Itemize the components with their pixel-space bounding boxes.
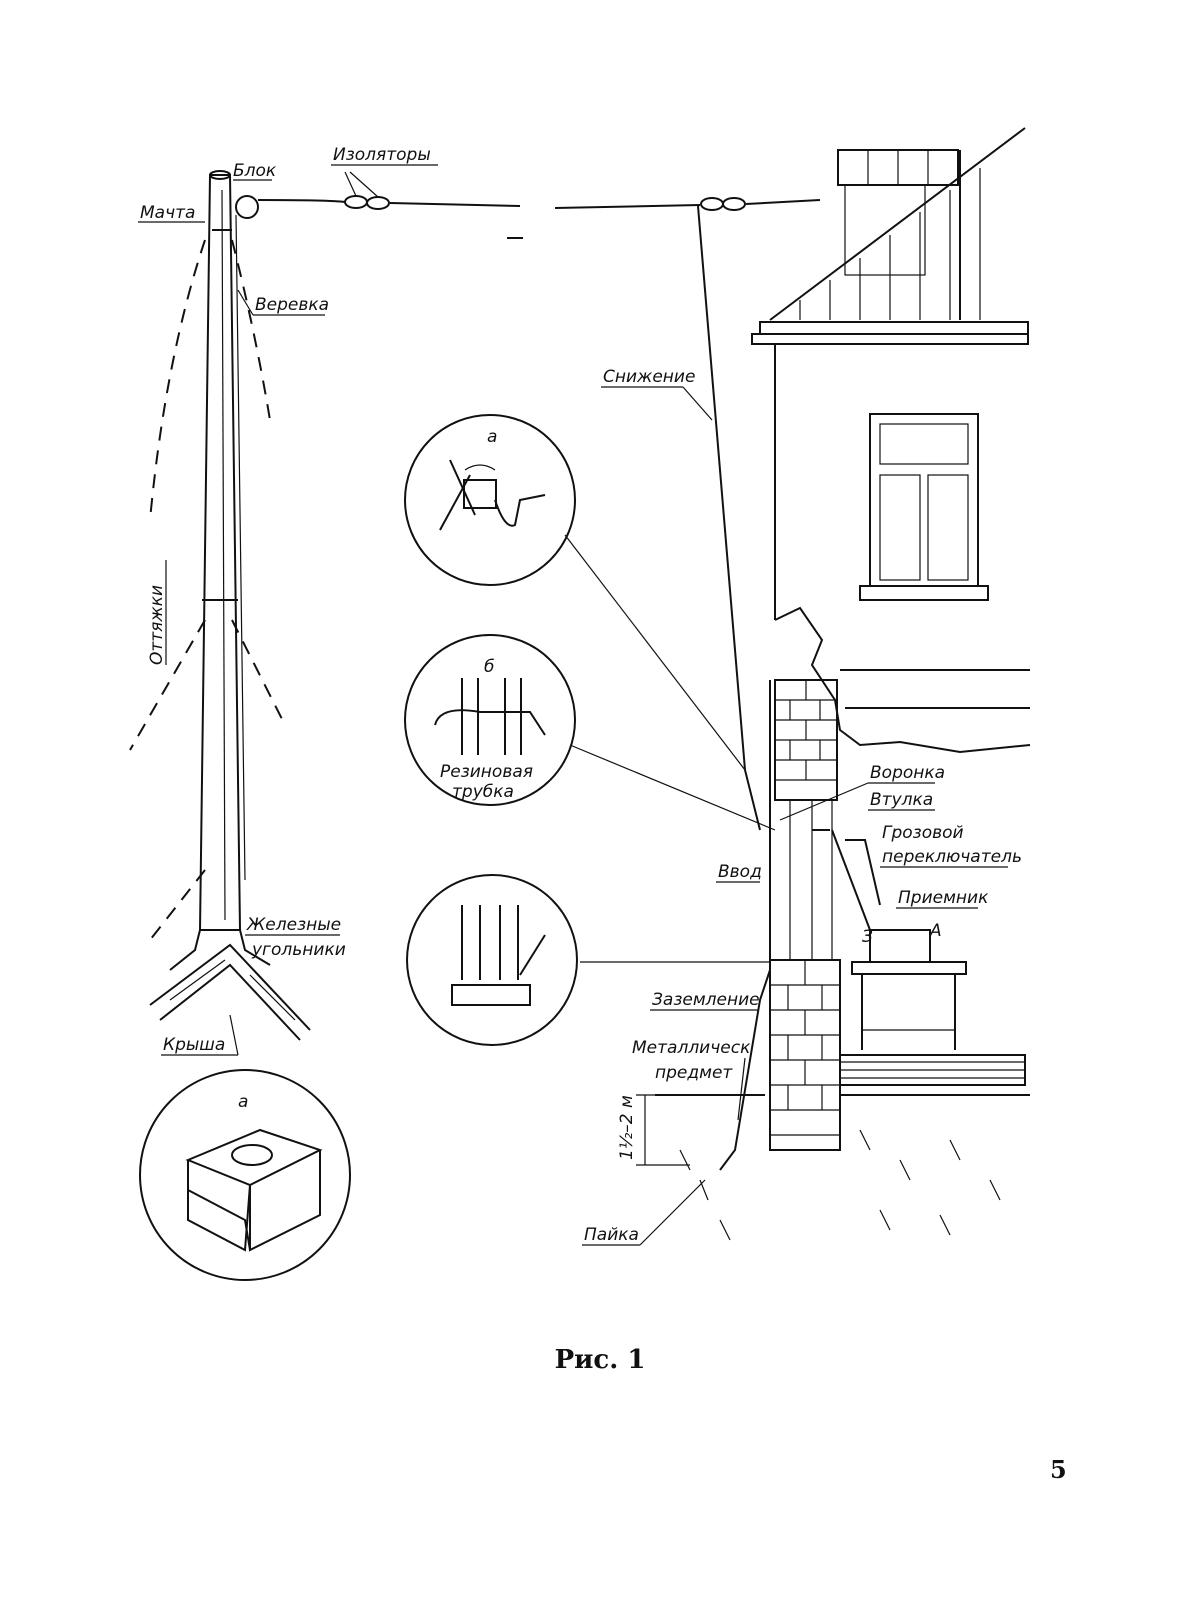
entry-label: Ввод [718,862,762,882]
metal-object-label-1: Металлическ [632,1038,751,1058]
grounding-label: Заземление [652,990,760,1010]
window [870,414,978,586]
lightning-switch-label-2: переключатель [882,847,1022,867]
iron-angles-label-2: угольники [251,940,346,960]
depth-dimension: 1½–2 м [617,1095,690,1165]
rubber-tube-label-1: Резиновая [440,762,533,782]
inset-a-roof-block: а [140,1070,350,1280]
descent-wire [698,206,760,830]
receiver-label: Приемник [898,888,989,908]
funnel-label: Воронка [870,763,945,783]
antenna-wire [258,172,820,238]
inset-a-bottom-letter: а [238,1092,248,1112]
terminal-z-label: З [862,927,873,947]
inset-c-window-frame [407,875,577,1045]
rope-label: Веревка [255,295,329,315]
descent-label: Снижение [603,367,695,387]
inset-a-letter: а [487,427,497,447]
pulley-block [236,196,258,218]
receiver [870,930,930,962]
mast-drawing [200,171,258,930]
terminal-a-label: А [929,921,942,941]
inset-b-bushing: б Резиновая трубка [405,635,575,805]
guys-label: Оттяжки [147,585,167,665]
solder-label: Пайка [584,1225,639,1245]
rubber-tube-label-2: трубка [452,782,514,802]
metal-object-label-2: предмет [655,1063,733,1083]
iron-angles-label-1: Железные [246,915,341,935]
figure-caption: Рис. 1 [0,1345,1200,1375]
insulators-label: Изоляторы [333,145,431,165]
roof-label: Крыша [163,1035,225,1055]
bushing-label: Втулка [870,790,933,810]
depth-label: 1½–2 м [617,1095,637,1160]
inset-a-funnel: а [405,415,575,585]
block-label: Блок [233,161,277,181]
inset-b-letter: б [484,657,494,677]
lightning-switch-label-1: Грозовой [882,823,964,843]
mast-label: Мачта [140,203,195,223]
page-number: 5 [1050,1455,1067,1484]
